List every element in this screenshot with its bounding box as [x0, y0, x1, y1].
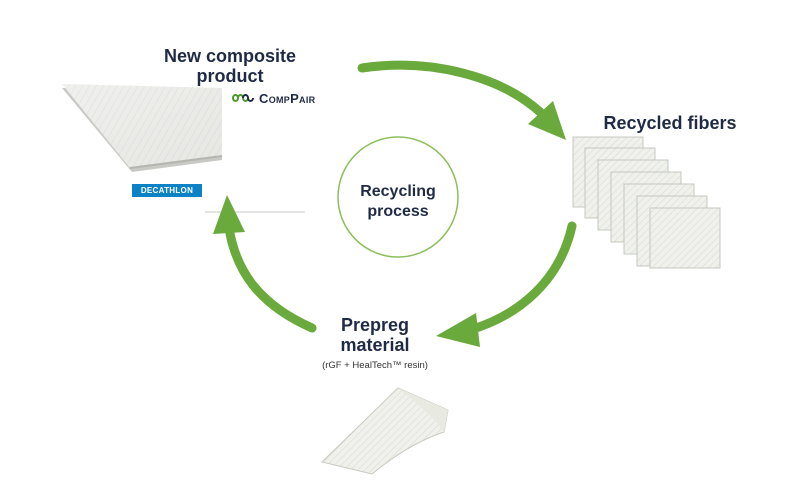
comppair-brand-name: CompPair	[259, 90, 316, 106]
prepreg-title-line2: material	[340, 335, 410, 355]
comppair-logo: CompPair	[232, 90, 315, 106]
center-line1: Recycling	[360, 183, 436, 200]
recycling-process-label: Recycling process	[338, 182, 458, 222]
new-product-title-line1: New composite	[163, 46, 297, 66]
new-composite-product-label: New composite product	[150, 46, 310, 86]
new-product-title-line2: product	[196, 66, 264, 86]
composite-panel-image	[62, 84, 223, 172]
prepreg-subtitle: (rGF + HealTech™ resin)	[322, 360, 428, 371]
arrow-to-prepreg	[436, 221, 577, 347]
arrow-to-recycled-fibers	[357, 60, 566, 140]
recycled-fibers-label: Recycled fibers	[603, 113, 737, 133]
arrow-to-new-product	[213, 195, 317, 333]
recycled-fibers-image	[572, 136, 721, 269]
decathlon-logo: DECATHLON	[132, 184, 202, 197]
prepreg-title-line1: Prepreg	[340, 315, 410, 335]
center-line2: process	[367, 203, 429, 220]
prepreg-material-label: Prepreg material	[300, 315, 450, 355]
center-ring	[337, 136, 459, 258]
comppair-logo-icon	[232, 94, 254, 102]
prepreg-sheet-image	[321, 387, 449, 475]
